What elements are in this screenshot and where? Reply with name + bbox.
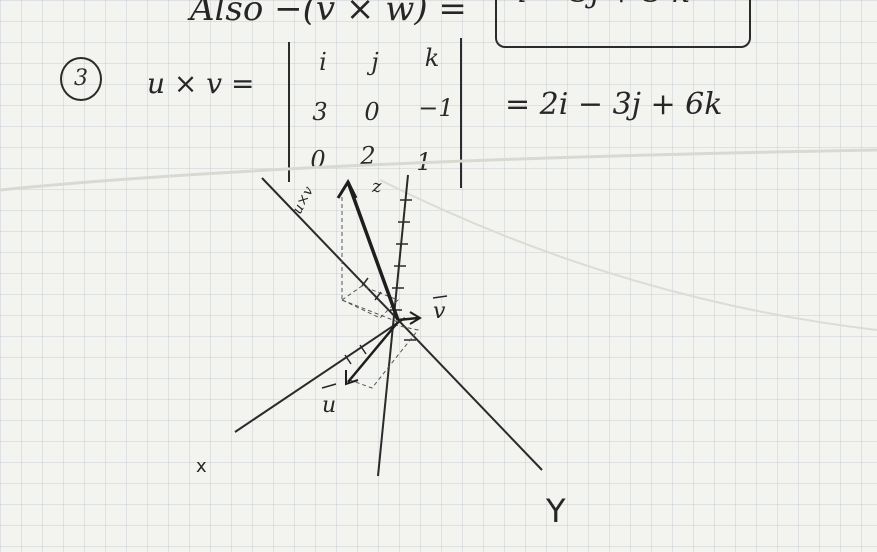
cross-product-label: u × v = [147, 67, 255, 100]
determinant-left-bar [288, 42, 290, 182]
det-cell-r1c3: k [424, 44, 440, 72]
det-cell-r2c3: −1 [418, 94, 454, 122]
vector-u-cross-v [346, 181, 400, 321]
axis-line-vertical [377, 174, 409, 477]
det-cell-r3c2: 2 [360, 142, 376, 170]
vector-u-arrowhead [345, 370, 359, 386]
label-y-axis: Y [545, 492, 566, 530]
label-z-axis: z [371, 176, 382, 197]
projection-lines [341, 190, 419, 389]
vector-u [347, 321, 399, 383]
vector-arrow-marks [321, 295, 448, 389]
det-cell-r1c1: i [319, 48, 327, 76]
top-handwritten-line: Also −(v × w) = [190, 0, 467, 29]
label-u-cross-v: u×v [289, 184, 317, 217]
boxed-answer-text: ı − 3ȷ + 3 k [517, 0, 690, 8]
vector-v-arrowhead [409, 311, 422, 325]
label-x-axis: x [196, 456, 207, 477]
det-cell-r2c2: 0 [364, 98, 380, 126]
det-cell-r1c2: j [371, 48, 379, 76]
axis-ticks [344, 199, 416, 365]
determinant-right-bar [460, 38, 462, 188]
problem-number: 3 [60, 57, 102, 101]
label-vector-v: v [433, 299, 446, 324]
cross-product-result: = 2i − 3j + 6k [505, 87, 723, 122]
paper-fold-line [0, 148, 877, 192]
label-vector-u: u [322, 393, 336, 418]
axis-line-x [234, 317, 406, 433]
vector-u-cross-v-arrowhead [336, 178, 358, 199]
paper-fold-line-2 [379, 179, 877, 331]
axis-line-long-diagonal [261, 177, 543, 471]
boxed-answer: ı − 3ȷ + 3 k [495, 0, 751, 48]
vector-v [397, 316, 419, 322]
det-cell-r2c1: 3 [312, 98, 328, 126]
